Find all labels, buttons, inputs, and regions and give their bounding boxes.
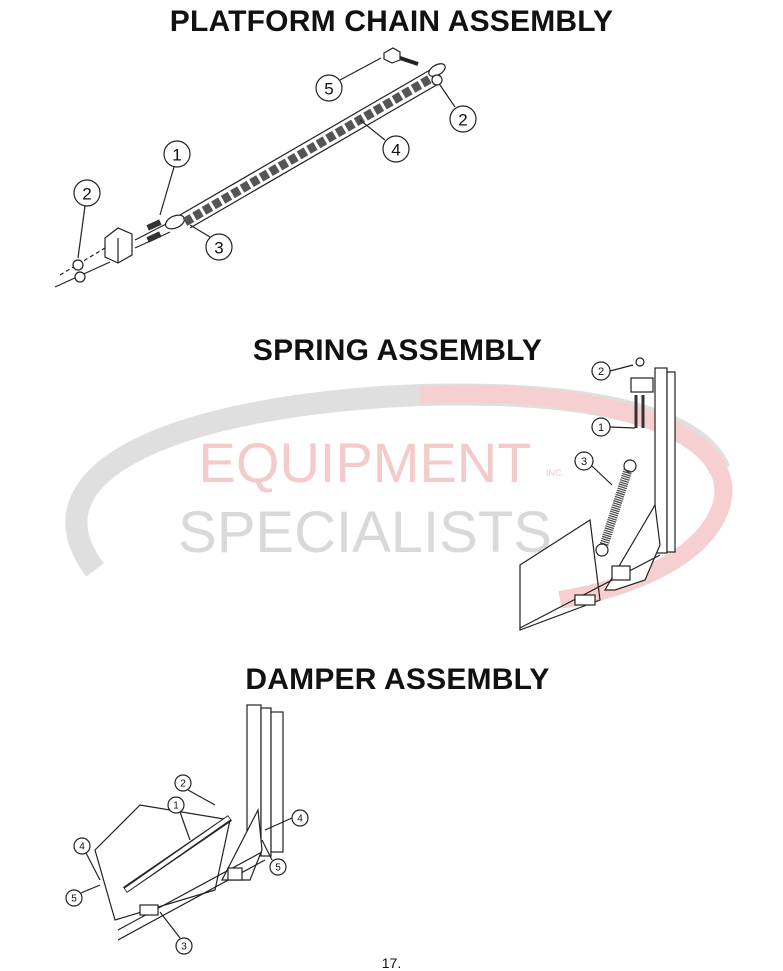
damper-assembly-title: DAMPER ASSEMBLY — [245, 663, 550, 696]
callout-5: 5 — [65, 889, 83, 907]
svg-text:3: 3 — [214, 239, 223, 258]
callout-2: 2 — [73, 179, 101, 207]
callout-5: 5 — [269, 858, 287, 876]
callout-2: 2 — [449, 105, 477, 133]
callout-3: 3 — [574, 451, 594, 471]
spring-assembly-drawing — [519, 357, 676, 631]
callout-5: 5 — [315, 74, 343, 102]
callout-3: 3 — [205, 233, 233, 261]
callout-4: 4 — [73, 837, 91, 855]
svg-text:1: 1 — [173, 801, 179, 812]
spring-callouts: 2 1 3 — [574, 361, 636, 486]
svg-text:5: 5 — [275, 863, 281, 874]
callout-2: 2 — [174, 774, 192, 792]
svg-text:2: 2 — [82, 185, 91, 204]
svg-text:2: 2 — [458, 111, 467, 130]
callout-1: 1 — [591, 417, 611, 437]
svg-text:4: 4 — [297, 814, 303, 825]
svg-text:3: 3 — [581, 456, 587, 468]
svg-text:5: 5 — [71, 894, 77, 905]
callout-4: 4 — [291, 809, 309, 827]
svg-text:3: 3 — [181, 942, 187, 953]
svg-text:4: 4 — [391, 141, 400, 160]
platform-chain-drawing — [54, 47, 446, 288]
spring-assembly-title: SPRING ASSEMBLY — [252, 334, 543, 367]
callout-1: 1 — [167, 796, 185, 814]
callout-4: 4 — [382, 135, 410, 163]
damper-callouts: 2 1 4 4 5 5 3 — [65, 774, 309, 955]
watermark-line1: EQUIPMENT — [199, 431, 532, 494]
damper-assembly-drawing — [94, 704, 284, 941]
watermark-inc: INC. — [546, 468, 564, 478]
svg-text:1: 1 — [598, 422, 604, 434]
callout-1: 1 — [163, 140, 191, 168]
watermark-line2: SPECIALISTS — [178, 500, 552, 565]
svg-text:1: 1 — [172, 146, 181, 165]
chain-callouts: 5 2 4 1 2 3 — [73, 57, 477, 261]
platform-chain-title: PLATFORM CHAIN ASSEMBLY — [169, 5, 614, 38]
callout-3: 3 — [175, 937, 193, 955]
svg-text:4: 4 — [79, 842, 85, 853]
svg-text:2: 2 — [180, 779, 186, 790]
callout-2: 2 — [591, 361, 611, 381]
svg-text:2: 2 — [598, 366, 604, 378]
page-number: 17. — [381, 955, 402, 971]
svg-text:5: 5 — [324, 80, 333, 99]
